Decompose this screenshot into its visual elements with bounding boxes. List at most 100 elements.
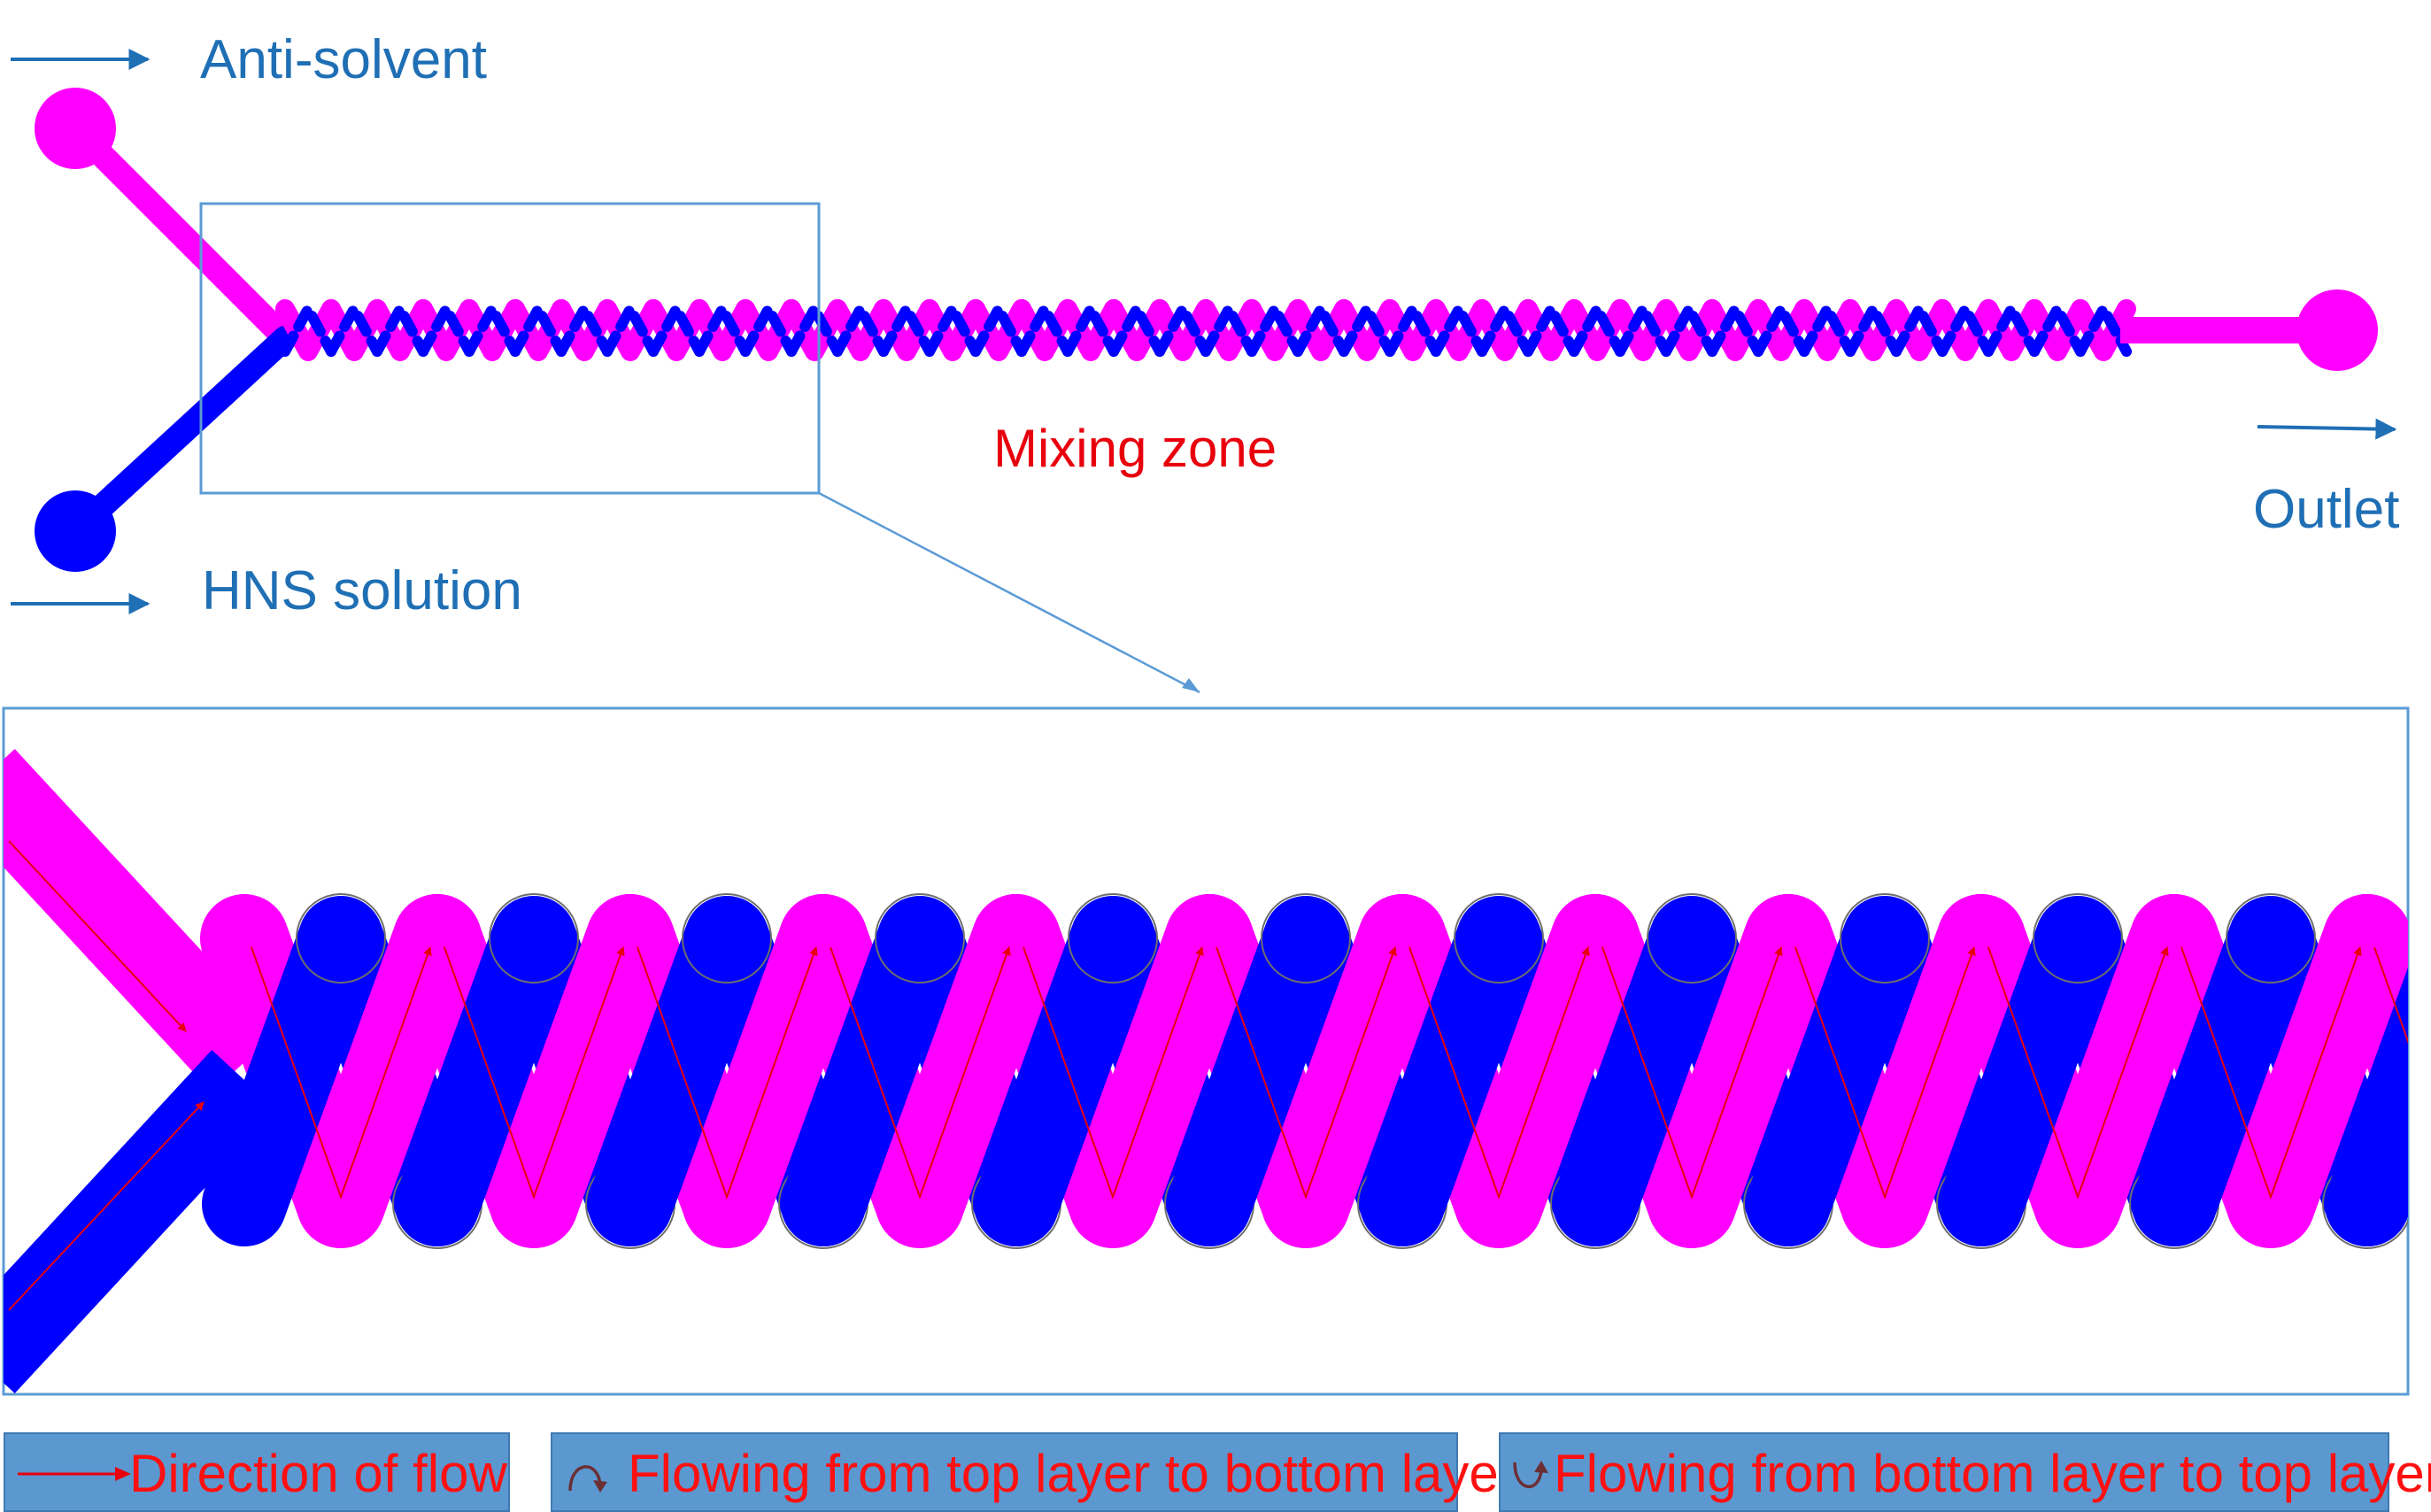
top-layer-segment <box>321 299 387 361</box>
layer-transition-marker <box>2226 893 2316 984</box>
bottom-layer-segment <box>1844 303 1902 358</box>
top-layer-crossing <box>1069 894 1254 1248</box>
bottom-layer-segment <box>1292 303 1350 358</box>
top-layer-segment <box>1012 299 1077 361</box>
flow-direction-line <box>1023 946 1204 1200</box>
bottom-layer-segment <box>831 303 890 358</box>
top-layer-segment <box>644 299 709 361</box>
top-layer-segment <box>1472 299 1538 361</box>
top-layer-segment <box>413 299 479 361</box>
layer-transition-marker <box>2419 894 2431 983</box>
bottom-layer-segment <box>647 303 706 358</box>
bottom-layer-segment <box>1107 303 1166 358</box>
layer-transition-marker <box>1454 893 1544 984</box>
top-layer-segment <box>736 299 801 361</box>
top-layer-segment <box>459 299 525 361</box>
bottom-layer-segment <box>1890 303 1949 358</box>
bottom-layer-segment <box>417 303 475 358</box>
zoomed-mixing-channel <box>200 893 2431 1249</box>
top-layer-segment <box>1334 299 1400 361</box>
layer-transition-marker <box>1647 893 1737 984</box>
bottom-layer-segment <box>2028 303 2087 358</box>
bottom-layer-segment <box>2325 967 2408 1246</box>
bottom-layer-segment <box>1752 303 1810 358</box>
flow-direction-line <box>251 946 432 1200</box>
hns-solution-channel <box>63 326 297 544</box>
legend-bottom-to-top: Flowing from bottom layer to top layer <box>1499 1432 2431 1512</box>
layer-transition-marker <box>875 893 965 984</box>
flow-direction-line <box>2180 946 2362 1200</box>
flow-direction-line <box>1794 946 1976 1200</box>
top-layer-crossing <box>2034 894 2219 1248</box>
top-layer-crossing <box>490 894 675 1248</box>
top-layer-segment <box>782 299 847 361</box>
anti-solvent-channel <box>63 116 297 351</box>
legend-flow-direction-text: Direction of flow <box>129 1444 507 1503</box>
top-layer-segment <box>1933 299 1998 361</box>
layer-transition-marker <box>2033 893 2123 984</box>
zoom-hns-flow-line <box>8 1101 205 1311</box>
top-layer-segment <box>1841 299 1906 361</box>
top-layer-segment <box>1656 299 1722 361</box>
layer-transition-marker <box>1068 893 1158 984</box>
bottom-layer-segment <box>279 303 337 358</box>
zoomed-mixer <box>4 749 2431 1393</box>
bottom-layer-segment <box>739 303 798 358</box>
top-layer-segment <box>1564 299 1630 361</box>
mixing-zone-label: Mixing zone <box>993 419 1277 478</box>
top-layer-segment <box>1426 299 1492 361</box>
top-layer-crossing <box>683 894 868 1248</box>
curved-down-arrow-icon <box>568 1465 607 1493</box>
top-layer-segment <box>1380 299 1446 361</box>
legend-top-to-bottom: Flowing from top layer to bottom layer <box>551 1432 1516 1512</box>
bottom-layer-segment <box>877 303 936 358</box>
top-layer-segment <box>2025 299 2090 361</box>
anti-solvent-label: Anti-solvent <box>200 29 487 90</box>
top-layer-segment <box>2071 299 2136 361</box>
bottom-layer-segment <box>601 303 660 358</box>
top-layer-crossing <box>297 894 482 1248</box>
top-layer-segment <box>966 299 1031 361</box>
top-layer-segment <box>1150 299 1216 361</box>
bottom-layer-segment <box>1015 303 1074 358</box>
flow-direction-line <box>444 946 625 1200</box>
top-layer-segment <box>828 299 893 361</box>
top-layer-segment <box>1702 299 1768 361</box>
bottom-layer-segment <box>1936 303 1995 358</box>
top-layer-segment <box>1610 299 1676 361</box>
top-layer-segment <box>367 299 433 361</box>
bottom-layer-segment <box>693 303 752 358</box>
outlet-arrow <box>2257 418 2397 440</box>
flow-direction-line <box>1408 946 1590 1200</box>
flow-direction-line <box>637 946 818 1200</box>
top-layer-crossing <box>2226 894 2408 1248</box>
zoom-hns-channel <box>4 1050 277 1393</box>
bottom-layer-segment <box>555 303 614 358</box>
bottom-layer-segment <box>1384 303 1442 358</box>
zoom-leader-line <box>818 491 1200 694</box>
bottom-layer-segment <box>1476 303 1534 358</box>
legend-flow-direction: Direction of flow <box>4 1432 510 1512</box>
bottom-layer-segment <box>1614 303 1672 358</box>
anti-solvent-inlet-port <box>35 88 116 169</box>
curved-up-arrow-icon <box>1513 1461 1548 1488</box>
bottom-layer-segment <box>325 303 383 358</box>
top-layer-segment <box>1288 299 1354 361</box>
top-layer-crossing <box>1648 894 1833 1248</box>
bottom-layer-segment <box>1430 303 1488 358</box>
top-layer-crossing <box>876 894 1061 1248</box>
top-layer-segment <box>1196 299 1262 361</box>
bottom-layer-segment <box>1798 303 1856 358</box>
bottom-layer-segment <box>1338 303 1396 358</box>
flow-direction-line <box>2373 946 2408 1045</box>
top-layer-segment <box>1794 299 1860 361</box>
bottom-layer-segment <box>1568 303 1626 358</box>
bottom-layer-segment <box>923 303 982 358</box>
layer-transition-marker <box>682 893 772 984</box>
bottom-layer-segment <box>463 303 521 358</box>
layer-transition-marker <box>1261 893 1351 984</box>
top-layer-segment <box>1979 299 2044 361</box>
zoom-selection-box <box>199 202 821 495</box>
